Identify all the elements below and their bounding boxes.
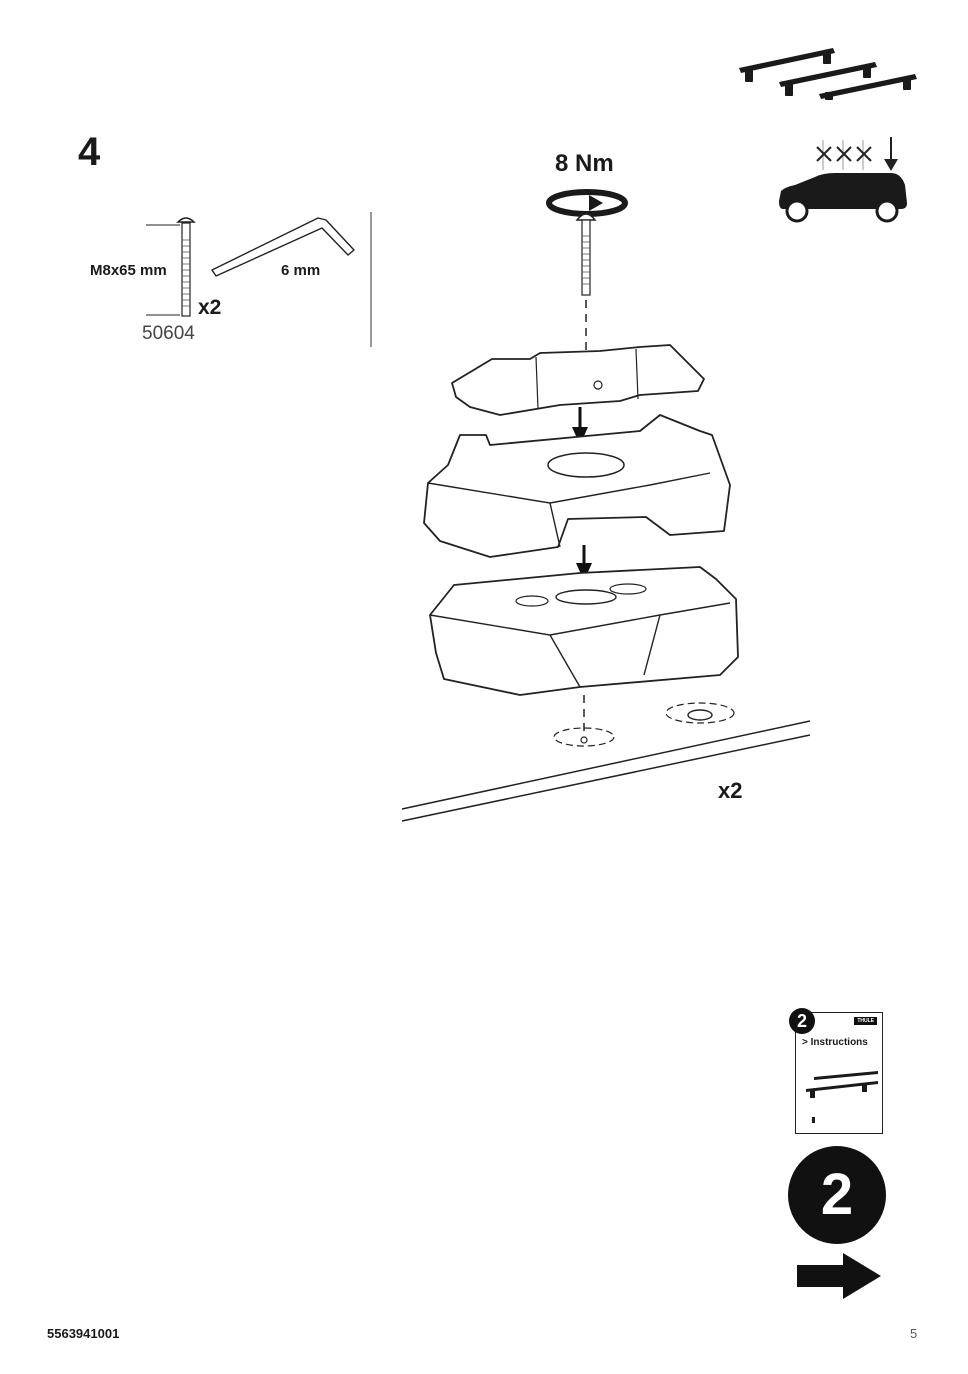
- screw-quantity-label: x2: [198, 296, 222, 319]
- screw-size-label: M8x65 mm: [90, 262, 167, 279]
- page-number: 5: [910, 1326, 918, 1341]
- bolt-illustration: [575, 213, 597, 356]
- car-load-icon: [779, 137, 907, 223]
- divider: [370, 212, 372, 347]
- document-number: 5563941001: [47, 1326, 120, 1341]
- roof-bars-icon: [739, 48, 917, 100]
- assembly-quantity-label: x2: [718, 778, 743, 803]
- allen-key-icon: [211, 217, 355, 277]
- next-step-number: 2: [788, 1146, 886, 1244]
- booklet-roof-bars-icon: [806, 1071, 878, 1123]
- booklet-brand-logo: THULE: [854, 1017, 877, 1025]
- key-size-label: 6 mm: [281, 262, 321, 279]
- step-number: 4: [78, 130, 101, 174]
- torque-label: 8 Nm: [555, 150, 614, 177]
- instructions-booklet-icon: 2 THULE > Instructions: [789, 1008, 883, 1134]
- next-arrow-icon: [797, 1253, 881, 1299]
- part-number-label: 50604: [142, 323, 195, 344]
- booklet-title: > Instructions: [802, 1037, 868, 1048]
- screw-illustration: [146, 217, 196, 317]
- booklet-number: 2: [789, 1008, 815, 1034]
- foot-assembly-illustration: [401, 344, 811, 822]
